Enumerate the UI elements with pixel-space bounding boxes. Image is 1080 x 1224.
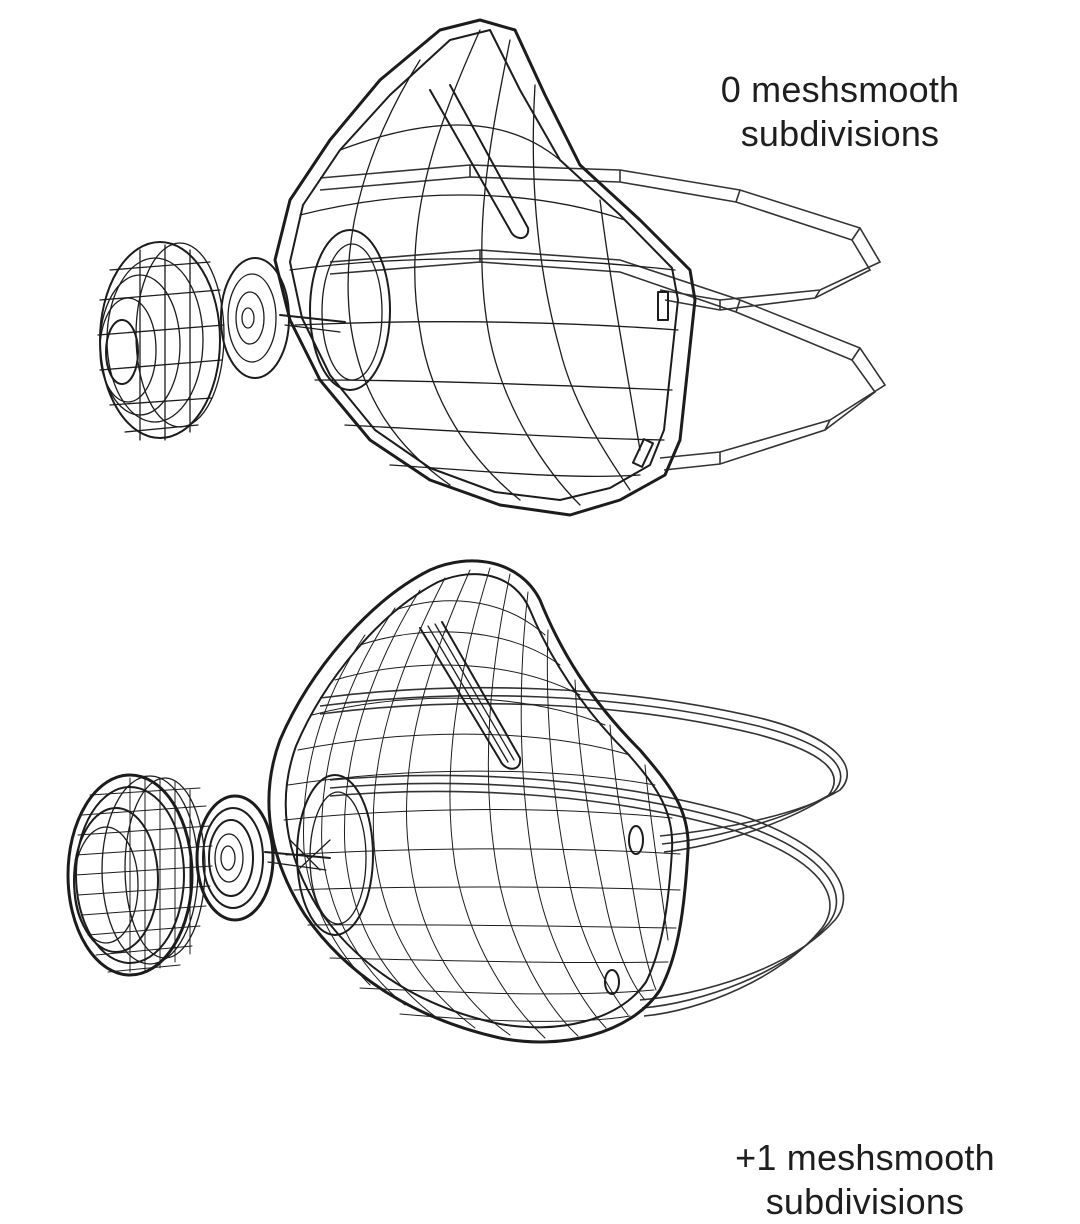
label-line-1: +1 meshsmooth [735,1137,995,1178]
mask-body-coarse [273,18,697,517]
label-line-2: subdivisions [765,1181,965,1222]
mask-wireframe-smooth [66,559,849,1044]
filter-cartridge-smooth [66,773,331,977]
head-strap-upper-icon [319,686,849,853]
mask-body-smooth [267,559,690,1044]
label-line-2: subdivisions [740,113,940,154]
mask-wireframe-coarse [97,18,887,517]
panel-smooth-mesh: +1 meshsmooth subdivisions [0,540,1080,1222]
head-strap-upper-icon [319,164,882,311]
head-strap-lower-icon [329,774,845,1017]
label-line-1: 0 meshsmooth [720,69,960,110]
filter-cartridge-coarse [97,241,346,441]
panel-coarse-mesh: 0 meshsmooth subdivisions [0,0,1080,540]
label-smooth-subdivisions: +1 meshsmooth subdivisions [700,1136,1030,1224]
head-strap-lower-icon [329,249,887,471]
label-coarse-subdivisions: 0 meshsmooth subdivisions [680,68,1000,156]
